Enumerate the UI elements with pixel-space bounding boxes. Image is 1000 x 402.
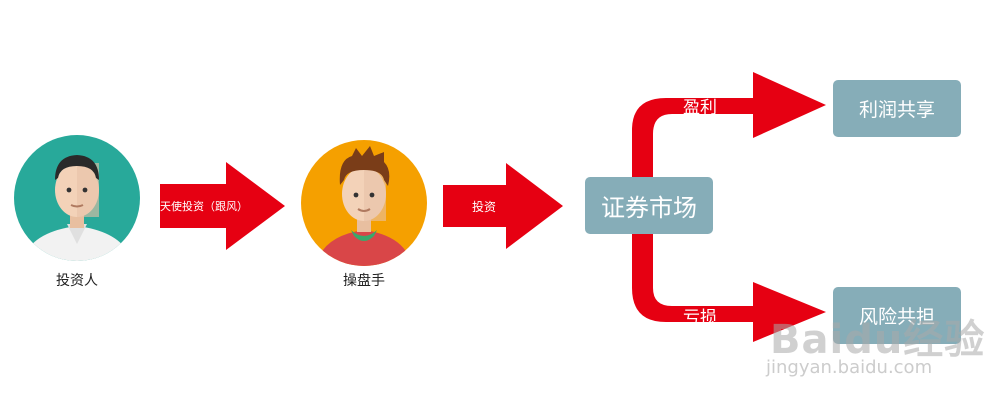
securities-market-box: 证券市场 (585, 177, 713, 234)
branch-profit-path (632, 72, 826, 180)
investor-avatar (14, 135, 140, 261)
risk-share-label: 风险共担 (858, 306, 935, 328)
investor-label: 投资人 (56, 273, 98, 289)
branch-loss-path (632, 233, 826, 342)
profit-share-label: 利润共享 (858, 99, 935, 121)
baidu-watermark-logo: Baidu经验 (770, 317, 986, 363)
branch-loss-label: 亏损 (683, 308, 717, 328)
securities-market-label: 证券市场 (601, 194, 697, 222)
trader-avatar (301, 140, 427, 266)
branch-profit-label: 盈利 (683, 98, 717, 118)
trader-label: 操盘手 (343, 273, 385, 289)
risk-share-box: 风险共担 (833, 287, 961, 344)
baidu-watermark-url: jingyan.baidu.com (766, 357, 933, 378)
arrow-investor-to-trader (160, 162, 285, 250)
arrow-trader-to-market-label: 投资 (471, 200, 496, 214)
arrow-trader-to-market (443, 163, 563, 249)
arrow-investor-to-trader-label: 天使投资（跟风） (160, 200, 248, 213)
profit-share-box: 利润共享 (833, 80, 961, 137)
